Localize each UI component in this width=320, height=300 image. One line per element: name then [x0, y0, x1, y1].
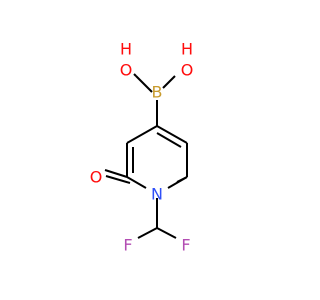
hydroxyl-hydrogen-right-label: H [181, 40, 193, 59]
bond-b-o-left-o [133, 73, 137, 77]
bond-c5-c4 [156, 125, 188, 144]
bond-cf2-f-right [156, 227, 177, 239]
bond-carbonyl-2 [105, 175, 131, 184]
hydroxyl-hydrogen-left-label: H [120, 40, 132, 59]
hydroxyl-oxygen-right-label: O [181, 61, 194, 80]
molecule-structure: H O H O B O N F F [90, 40, 194, 255]
nitrogen-label: N [151, 185, 163, 204]
boron-label: B [152, 83, 163, 102]
fluorine-left-label: F [123, 236, 132, 255]
fluorine-right-label: F [181, 236, 190, 255]
hydroxyl-oxygen-left-label: O [120, 61, 133, 80]
bond-n-c6-c [176, 176, 188, 183]
bond-carbonyl-1 [104, 169, 128, 178]
bond-b-o-left [135, 75, 153, 93]
atom-labels: H O H O B O N F F [90, 40, 194, 255]
structure-canvas: H O H O B O N F F [90, 40, 194, 255]
bond-c4-c3 [126, 125, 158, 144]
bond-c5-c4-double [156, 132, 182, 148]
bonds [104, 73, 188, 239]
bond-cf2-f-left [137, 227, 158, 239]
carbonyl-oxygen-label: O [90, 168, 103, 187]
bond-c2-n [126, 176, 147, 189]
bond-b-o-right [162, 75, 176, 89]
